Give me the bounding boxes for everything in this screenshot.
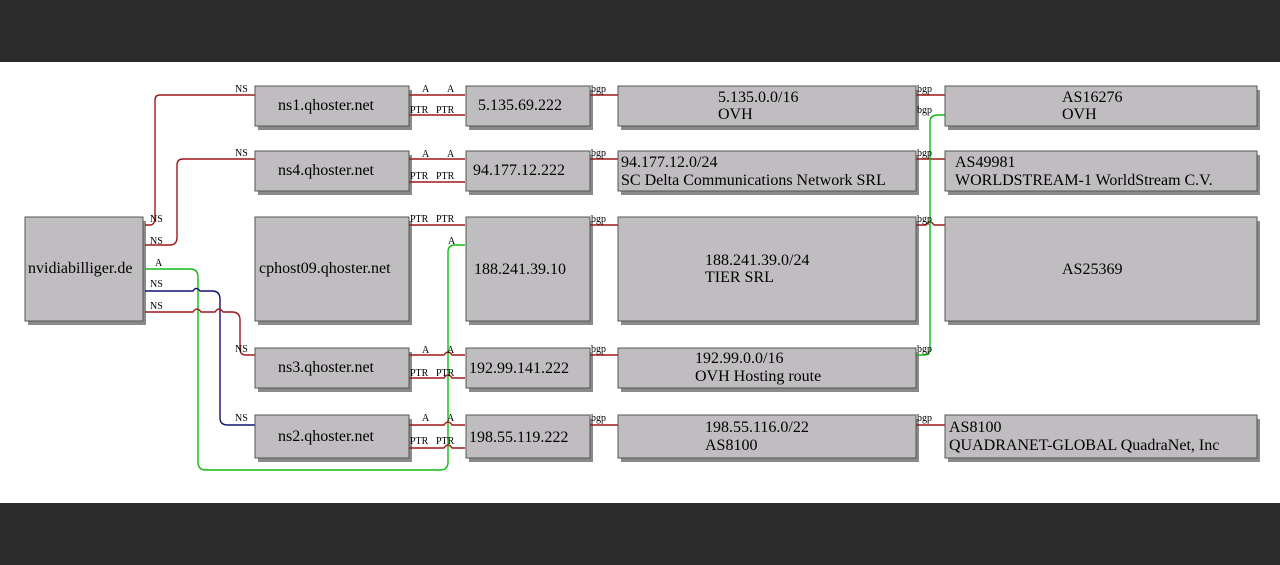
ip4-label: 94.177.12.222 [473,162,565,179]
label-a: A [155,258,163,269]
label-a: A [447,345,455,356]
node-prefix2[interactable]: 198.55.116.0/22 AS8100 [617,414,917,459]
label-ptr: PTR [436,368,455,379]
ipc-label: 188.241.39.10 [474,261,566,278]
ip2-label: 198.55.119.222 [469,429,568,446]
node-as1[interactable]: AS16276 OVH [944,85,1258,127]
as4-name: WORLDSTREAM-1 WorldStream C.V. [955,172,1213,189]
label-a: A [447,84,455,95]
label-ns: NS [235,148,248,159]
label-ns: NS [150,279,163,290]
diagram-canvas: NS NS NS NS A NS NS NS NS A A PTR PTR A … [0,62,1280,503]
edge-ns2 [145,287,255,426]
as2-name: QUADRANET-GLOBAL QuadraNet, Inc [949,437,1219,454]
ns3-label: ns3.qhoster.net [278,359,375,376]
ip3-label: 192.99.141.222 [469,360,569,377]
node-prefix4[interactable]: 94.177.12.0/24 SC Delta Communications N… [617,150,917,192]
as1-number: AS16276 [1062,89,1122,106]
prefix3-cidr: 192.99.0.0/16 [695,350,783,367]
node-ns2[interactable]: ns2.qhoster.net [254,414,410,459]
label-bgp: bgp [917,344,932,355]
ip1-label: 5.135.69.222 [478,97,562,114]
edge-bgp-green [916,114,945,356]
prefix2-cidr: 198.55.116.0/22 [705,419,809,436]
node-ip2[interactable]: 198.55.119.222 [465,414,591,459]
edges [145,94,945,471]
prefix3-name: OVH Hosting route [695,368,821,385]
label-bgp: bgp [917,413,932,424]
label-bgp: bgp [591,344,606,355]
prefix1-name: OVH [718,106,753,123]
label-a: A [447,413,455,424]
label-ptr: PTR [436,171,455,182]
edge-ns3 [145,308,255,356]
prefixc-name: TIER SRL [705,269,774,286]
node-as4[interactable]: AS49981 WORLDSTREAM-1 WorldStream C.V. [944,150,1258,192]
node-ns3[interactable]: ns3.qhoster.net [254,347,410,389]
prefix2-name: AS8100 [705,437,757,454]
as4-number: AS49981 [955,154,1015,171]
label-ns: NS [235,344,248,355]
node-domain[interactable]: nvidiabilliger.de [24,216,144,322]
label-a: A [447,149,455,160]
asc-number: AS25369 [1062,261,1122,278]
label-ptr: PTR [410,171,429,182]
label-ptr: PTR [436,214,455,225]
prefix4-name: SC Delta Communications Network SRL [621,172,886,189]
top-letterbox [0,0,1280,62]
label-a: A [448,236,456,247]
node-as2[interactable]: AS8100 QUADRANET-GLOBAL QuadraNet, Inc [944,414,1258,459]
label-bgp: bgp [591,214,606,225]
label-ptr: PTR [410,436,429,447]
edge-labels: NS NS NS NS A NS NS NS NS A A PTR PTR A … [150,84,932,447]
edge-a-green [145,244,465,471]
label-ns: NS [150,236,163,247]
as1-name: OVH [1062,106,1097,123]
edge-ns1 [145,94,255,226]
node-ipc[interactable]: 188.241.39.10 [465,216,591,322]
node-ip4[interactable]: 94.177.12.222 [465,150,591,192]
bottom-letterbox [0,503,1280,565]
label-bgp: bgp [591,148,606,159]
node-cphost[interactable]: cphost09.qhoster.net [254,216,410,322]
label-ns: NS [150,214,163,225]
prefixc-cidr: 188.241.39.0/24 [705,252,809,269]
label-ns: NS [150,301,163,312]
node-prefix1[interactable]: 5.135.0.0/16 OVH [617,85,917,127]
label-a: A [422,84,430,95]
dns-graph: NS NS NS NS A NS NS NS NS A A PTR PTR A … [24,84,1260,471]
cphost-label: cphost09.qhoster.net [259,260,391,277]
label-ptr: PTR [410,368,429,379]
domain-label: nvidiabilliger.de [28,260,132,277]
label-bgp: bgp [917,214,932,225]
ns1-label: ns1.qhoster.net [278,97,375,114]
ns4-label: ns4.qhoster.net [278,162,375,179]
node-ns4[interactable]: ns4.qhoster.net [254,150,410,192]
label-a: A [422,345,430,356]
label-bgp: bgp [591,413,606,424]
label-ptr: PTR [410,105,429,116]
node-ns1[interactable]: ns1.qhoster.net [254,85,410,127]
node-prefixc[interactable]: 188.241.39.0/24 TIER SRL [617,216,917,322]
label-a: A [422,413,430,424]
label-bgp: bgp [917,105,932,116]
label-bgp: bgp [917,148,932,159]
as2-number: AS8100 [949,419,1001,436]
node-asc[interactable]: AS25369 [944,216,1258,322]
label-ptr: PTR [436,436,455,447]
label-ns: NS [235,413,248,424]
label-ptr: PTR [436,105,455,116]
label-ptr: PTR [410,214,429,225]
node-ip1[interactable]: 5.135.69.222 [465,85,591,127]
label-bgp: bgp [917,84,932,95]
edge-ns4 [145,158,255,246]
label-bgp: bgp [591,84,606,95]
node-prefix3[interactable]: 192.99.0.0/16 OVH Hosting route [617,347,917,389]
label-a: A [422,149,430,160]
prefix4-cidr: 94.177.12.0/24 [621,154,717,171]
ns2-label: ns2.qhoster.net [278,428,375,445]
node-ip3[interactable]: 192.99.141.222 [465,347,591,389]
label-ns: NS [235,84,248,95]
prefix1-cidr: 5.135.0.0/16 [718,89,798,106]
